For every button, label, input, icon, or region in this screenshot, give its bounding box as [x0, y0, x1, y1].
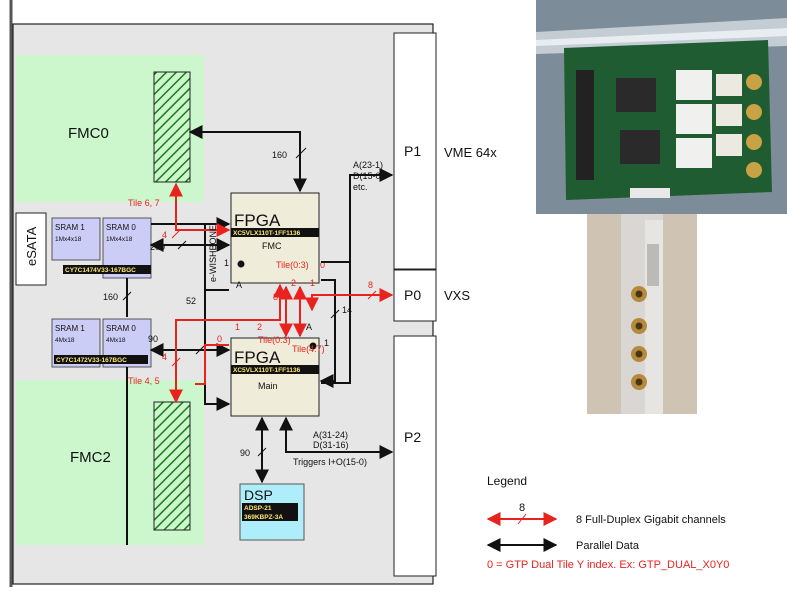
bus-fmc0-fpga	[188, 125, 307, 193]
bus-label-14: 14	[342, 305, 352, 315]
fpga-fmc-tile-8: 8	[273, 292, 278, 302]
fpga-fmc-tile-1: 1	[310, 278, 315, 288]
sram-top-part: CY7C1474V33-167BGC	[65, 267, 136, 274]
legend-tile-note: 0 = GTP Dual Tile Y index. Ex: GTP_DUAL_…	[487, 559, 729, 571]
fpga-fmc-tile-0: 0	[320, 260, 325, 270]
sram1-top-title: SRAM 1	[55, 223, 85, 232]
fpga-main-pin1-dot	[309, 342, 317, 350]
sram0-top-size: 1Mx4x18	[106, 236, 133, 243]
link-fmc2-main	[195, 344, 229, 385]
bus-label-vme-etc: etc.	[353, 182, 368, 192]
fpga-fmc	[230, 192, 320, 284]
fpga-main-tile-2: 2	[257, 322, 262, 332]
link-fmc0-tile67	[169, 182, 231, 237]
dsp-part-1: ADSP-21	[244, 505, 272, 512]
bus-main-p2	[279, 416, 394, 459]
fmc2-label: FMC2	[70, 449, 111, 466]
sram-top-part-bg	[63, 265, 151, 274]
photo-fmc-board-image	[536, 0, 787, 214]
bus-label-90-left: 90	[148, 334, 158, 344]
fpga-main-tile-1: 1	[235, 322, 240, 332]
bus-label-vme-data: D(15-0)	[353, 171, 384, 181]
sram1-top-size: 1Mx4x18	[55, 236, 82, 243]
fmc2-connector	[153, 401, 191, 531]
parallel-buses	[126, 125, 394, 545]
legend-black-text: Parallel Data	[576, 540, 640, 552]
gigabit-label-8-vxs: 8	[368, 280, 373, 290]
p2-label: P2	[404, 429, 421, 445]
photo-front-panel-image	[587, 214, 697, 414]
photo-front-panel	[587, 214, 697, 414]
fpga-fmc-title: FPGA	[234, 211, 281, 230]
sram1-bottom-title: SRAM 1	[55, 324, 85, 333]
fpga-fmc-pin-a: A	[236, 280, 242, 290]
dsp-part-2: 369KBPZ-3A	[244, 514, 283, 521]
bus-label-vme-addr: A(23-1)	[353, 160, 383, 170]
fpga-main-name: Main	[258, 381, 278, 391]
photo-fmc-board	[536, 0, 787, 214]
bus-label-52: 52	[186, 296, 196, 306]
bus-label-160-mid: 160	[103, 292, 118, 302]
sram-bottom-part: CY7C1472V33-167BGC	[56, 357, 127, 364]
fpga-main-pin-a: A	[306, 322, 312, 332]
fpga-main-tile-0: 0	[217, 334, 222, 344]
fpga-main-title: FPGA	[234, 348, 281, 367]
legend-red-count: 8	[519, 502, 525, 514]
sram1-top	[51, 217, 101, 261]
fpga-main-tiles-a: Tile(0:3)	[258, 335, 291, 345]
bus-14	[319, 279, 336, 388]
fpga-fmc-tiles: Tile(0:3)	[276, 260, 309, 270]
sram0-bottom-size: 4Mx18	[106, 337, 126, 344]
vxs-label: VXS	[444, 288, 470, 303]
sram0-top-title: SRAM 0	[106, 223, 136, 232]
esata-connector	[15, 212, 47, 286]
esata-label: eSATA	[24, 226, 39, 266]
sram-bottom-part-bg	[54, 355, 148, 364]
fpga-fmc-part: XC5VLX110T-1FF1136	[233, 230, 301, 237]
gigabit-slash-marks	[171, 229, 377, 367]
p2-connector	[393, 335, 437, 577]
fpga-fmc-part-bg	[231, 228, 319, 237]
bus-label-90-dsp: 90	[240, 448, 250, 458]
fpga-fmc-name: FMC	[262, 241, 282, 251]
bus-label-160-top: 160	[272, 150, 287, 160]
p1-connector	[393, 32, 437, 270]
gigabit-links	[169, 182, 394, 404]
bus-label-200: 200	[150, 242, 165, 252]
legend-title: Legend	[487, 474, 527, 488]
fpga-fmc-tile-2: 2	[291, 278, 296, 288]
fmc0-connector	[153, 71, 191, 183]
p1-label: P1	[404, 143, 421, 159]
fpga-fmc-pin1-dot	[237, 260, 245, 268]
fpga-fmc-pin1: 1	[224, 258, 229, 268]
bus-fpga-p1	[321, 168, 394, 263]
fpga-main-tiles-b: Tile(4:7)	[292, 344, 325, 354]
gigabit-label-4-bottom: 4	[162, 352, 167, 362]
fmc0-label: FMC0	[68, 125, 109, 142]
vme-label: VME 64x	[444, 145, 497, 160]
p0-label: P0	[404, 287, 421, 303]
bus-label-p2-addr: A(31-24)	[313, 430, 348, 440]
fpga-main-part: XC5VLX110T-1FF1136	[233, 367, 301, 374]
sram0-bottom-title: SRAM 0	[106, 324, 136, 333]
gigabit-label-tile45: Tile 4, 5	[128, 376, 160, 386]
legend-red-text: 8 Full-Duplex Gigabit channels	[576, 514, 726, 526]
bus-label-wishbone: e-WISHBONE	[208, 225, 218, 282]
p0-connector	[393, 269, 437, 322]
dsp-part-bg	[242, 503, 298, 521]
gigabit-label-tile67: Tile 6, 7	[128, 198, 160, 208]
dsp-title: DSP	[244, 487, 273, 503]
gigabit-label-4-top: 4	[162, 230, 167, 240]
bus-label-p2-data: D(31-16)	[313, 440, 349, 450]
legend-red-slash	[517, 513, 527, 525]
bus-label-triggers: Triggers I+O(15-0)	[293, 457, 367, 467]
link-fpga-p0	[305, 288, 394, 312]
fpga-main-pin1: 1	[324, 338, 329, 348]
sram1-bottom-size: 4Mx18	[55, 337, 75, 344]
